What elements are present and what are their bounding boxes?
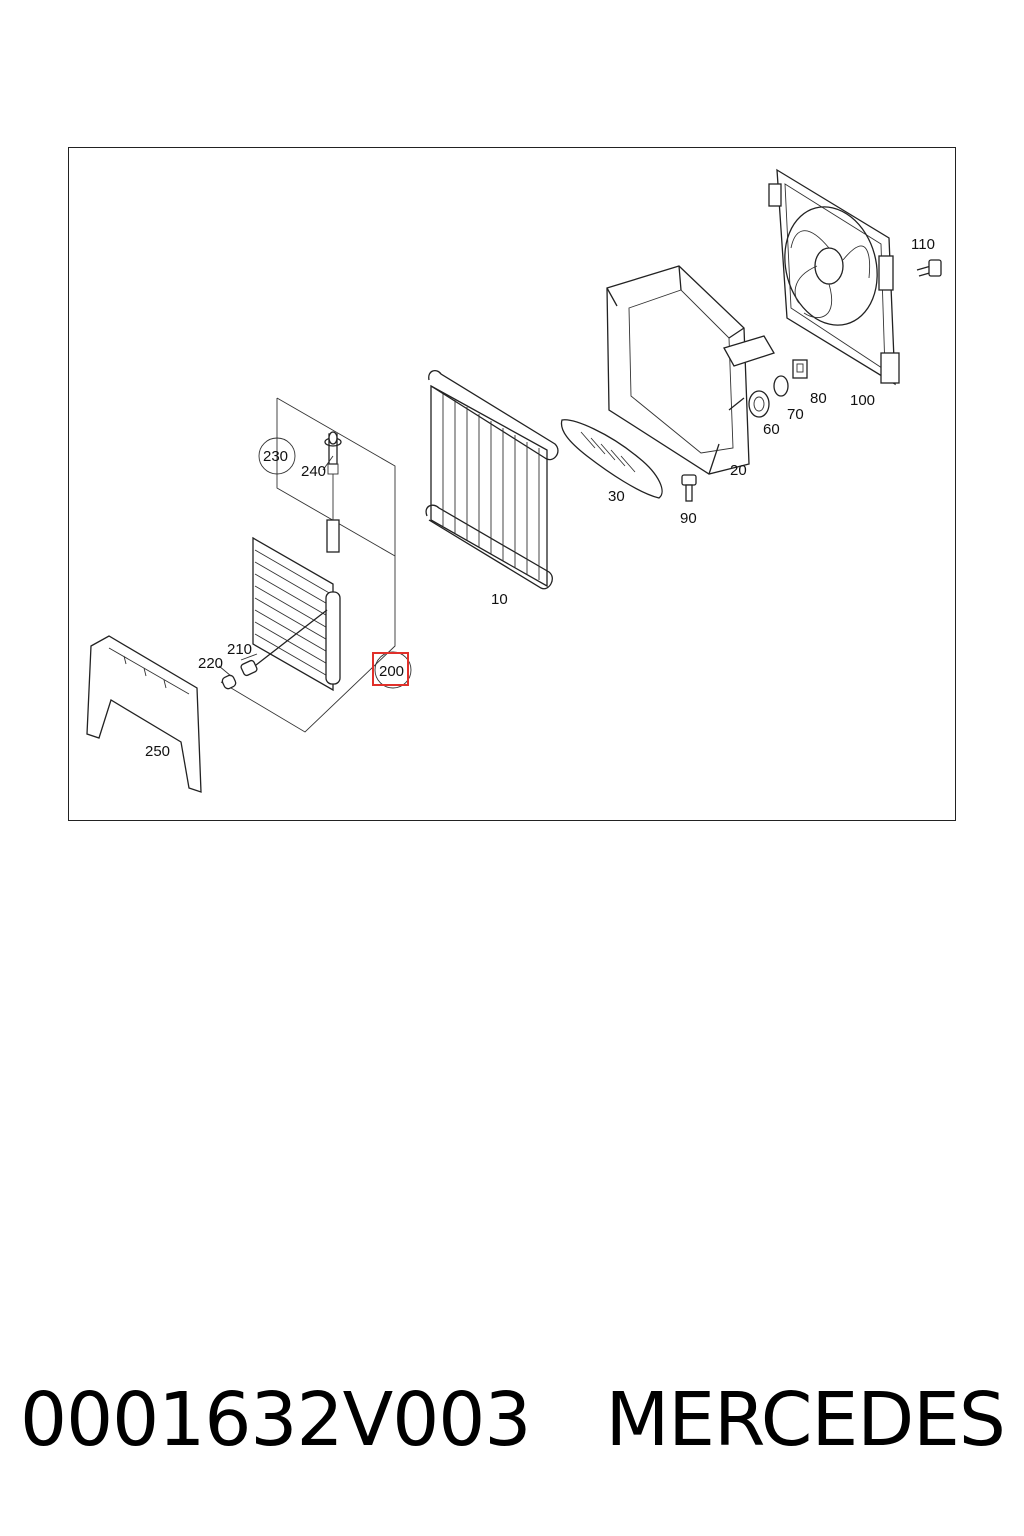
part-number: 0001632V003 bbox=[20, 1377, 531, 1463]
highlight-box-200 bbox=[372, 652, 409, 686]
o-ring-part-230 bbox=[328, 431, 338, 445]
callout-80: 80 bbox=[810, 390, 827, 407]
radiator-frame-part-20 bbox=[606, 265, 775, 475]
callout-circle-230 bbox=[258, 437, 296, 475]
callout-30: 30 bbox=[608, 488, 625, 505]
cap-part-220 bbox=[221, 674, 237, 690]
grommet-part-60 bbox=[748, 390, 770, 418]
callout-90: 90 bbox=[680, 510, 697, 527]
bracket-part-250 bbox=[86, 635, 202, 793]
callout-70: 70 bbox=[787, 406, 804, 423]
fan-shroud-part-100 bbox=[768, 168, 900, 386]
drier-cartridge-part-240 bbox=[324, 433, 342, 553]
leader-lines bbox=[218, 455, 334, 677]
condenser-part-200 bbox=[246, 536, 341, 692]
condenser-assembly-box bbox=[220, 397, 396, 733]
callout-220: 220 bbox=[198, 655, 223, 672]
fitting-part-210 bbox=[240, 659, 258, 677]
callout-240: 240 bbox=[301, 463, 326, 480]
callout-100: 100 bbox=[850, 392, 875, 409]
callout-230: 230 bbox=[263, 448, 288, 465]
exploded-parts-diagram: 10 20 30 60 70 80 90 100 110 200 210 220… bbox=[86, 168, 942, 793]
callout-200: 200 bbox=[379, 663, 404, 680]
radiator-core-part-10 bbox=[425, 369, 559, 590]
callout-110: 110 bbox=[911, 236, 935, 253]
callout-60: 60 bbox=[763, 421, 780, 438]
screw-part-110 bbox=[916, 259, 942, 277]
callout-210: 210 bbox=[227, 641, 252, 658]
callout-250: 250 bbox=[145, 743, 170, 760]
diagram-frame: 10 20 30 60 70 80 90 100 110 200 210 220… bbox=[68, 147, 956, 821]
clip-part-80 bbox=[792, 359, 808, 379]
washer-part-70 bbox=[773, 375, 789, 397]
bolt-part-90 bbox=[681, 474, 697, 502]
brand-name: MERCEDES bbox=[605, 1377, 1005, 1463]
air-guide-part-30 bbox=[560, 419, 663, 499]
footer-caption: 0001632V003 MERCEDES bbox=[20, 1370, 1010, 1470]
callout-10: 10 bbox=[491, 591, 508, 608]
callout-20: 20 bbox=[730, 462, 747, 479]
